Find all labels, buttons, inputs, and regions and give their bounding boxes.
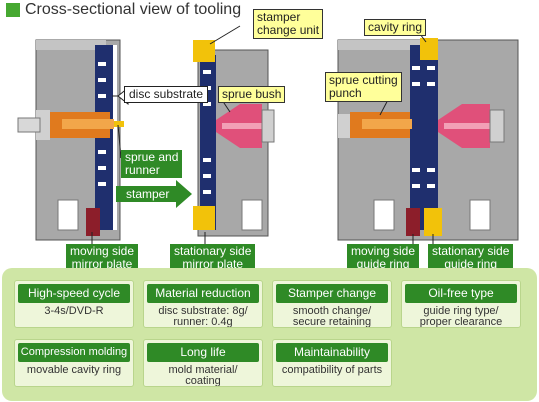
label-stationary-side-guide-ring: stationary side guide ring xyxy=(428,244,514,272)
middle-coolant-1 xyxy=(203,70,211,74)
right-stationary-guide-ring xyxy=(424,208,442,236)
right-ejector-rod xyxy=(338,114,352,138)
middle-stamper-change-unit xyxy=(193,40,215,62)
feature-card-compression-molding: Compression molding movable cavity ring xyxy=(14,339,134,387)
middle-coolant-3 xyxy=(203,102,211,106)
left-coolant-2 xyxy=(98,78,106,82)
feature-card-high-speed-cycle: High-speed cycle 3-4s/DVD-R xyxy=(14,280,134,328)
label-sprue-bush: sprue bush xyxy=(218,86,286,103)
title-bullet-icon xyxy=(6,3,20,17)
right-coolant-7 xyxy=(427,168,435,172)
feature-body: compatibility of parts xyxy=(281,364,383,376)
right-cavity-ring xyxy=(420,38,438,60)
label-sprue-and-runner: sprue and runner xyxy=(121,150,183,178)
label-moving-side-mirror-plate: moving side mirror plate xyxy=(66,244,139,272)
right-bolt-left xyxy=(373,199,395,231)
feature-title: Long life xyxy=(147,343,259,362)
label-cavity-ring: cavity ring xyxy=(364,19,427,36)
leader-sprue-runner xyxy=(117,124,122,159)
label-sprue-cutting-punch: sprue cutting punch xyxy=(325,72,402,102)
left-guide-ring xyxy=(86,208,100,236)
right-moving-mirror-plate xyxy=(410,45,424,230)
left-sprue-core xyxy=(62,119,114,129)
left-coolant-3 xyxy=(98,94,106,98)
label-stamper-change-unit: stamper change unit xyxy=(253,9,324,39)
feature-card-oil-free-type: Oil-free type guide ring type/ proper cl… xyxy=(401,280,521,328)
middle-mirror-plate xyxy=(200,55,216,230)
right-coolant-1 xyxy=(412,66,420,70)
feature-title: Compression molding xyxy=(18,343,130,362)
right-coolant-6 xyxy=(427,82,435,86)
page-title: Cross-sectional view of tooling xyxy=(25,1,242,18)
middle-coolant-4 xyxy=(203,158,211,162)
middle-guide-ring-yellow xyxy=(193,206,215,230)
feature-title: Oil-free type xyxy=(405,284,517,303)
stamper-arrow-icon xyxy=(116,180,192,208)
right-coolant-4 xyxy=(412,184,420,188)
left-coolant-5 xyxy=(98,166,106,170)
right-mold-top-plate xyxy=(338,40,426,50)
right-coolant-3 xyxy=(412,168,420,172)
left-rod-tip xyxy=(17,117,41,133)
features-panel: High-speed cycle 3-4s/DVD-R Material red… xyxy=(2,268,537,401)
middle-nozzle-seat xyxy=(261,109,275,143)
left-stamper-gap xyxy=(113,45,117,230)
label-disc-substrate: disc substrate xyxy=(124,86,209,103)
left-mold-top-plate xyxy=(36,40,106,50)
left-coolant-4 xyxy=(98,150,106,154)
feature-title: Stamper change xyxy=(276,284,388,303)
right-nozzle-seat xyxy=(489,109,505,143)
right-stationary-mirror-plate xyxy=(424,45,438,230)
left-mold xyxy=(17,39,124,241)
right-coolant-2 xyxy=(412,82,420,86)
feature-body: disc substrate: 8g/ runner: 0.4g xyxy=(158,305,248,328)
left-coolant-1 xyxy=(98,62,106,66)
right-moving-guide-ring xyxy=(406,208,420,236)
left-bolt xyxy=(57,199,79,231)
feature-body: guide ring type/ proper clearance xyxy=(419,305,503,328)
tooling-cross-section-diagram xyxy=(17,25,519,246)
feature-card-stamper-change: Stamper change smooth change/ secure ret… xyxy=(272,280,392,328)
page-title-bar: Cross-sectional view of tooling xyxy=(6,0,241,20)
feature-body: smooth change/ secure retaining xyxy=(292,305,372,328)
right-sprue-channel xyxy=(444,123,490,129)
middle-coolant-5 xyxy=(203,174,211,178)
middle-mold xyxy=(193,40,275,237)
feature-body: movable cavity ring xyxy=(26,364,122,376)
middle-bolt xyxy=(241,199,263,231)
left-sprue-tip xyxy=(114,121,124,127)
right-coolant-5 xyxy=(427,66,435,70)
label-stamper: stamper xyxy=(126,187,170,201)
right-punch-core xyxy=(362,119,412,129)
right-coolant-8 xyxy=(427,184,435,188)
label-moving-side-guide-ring: moving side guide ring xyxy=(347,244,420,272)
feature-title: Maintainability xyxy=(276,343,388,362)
feature-title: High-speed cycle xyxy=(18,284,130,303)
feature-card-maintainability: Maintainability compatibility of parts xyxy=(272,339,392,387)
middle-coolant-6 xyxy=(203,190,211,194)
feature-title: Material reduction xyxy=(147,284,259,303)
right-mold xyxy=(337,38,519,241)
middle-sprue-channel xyxy=(222,123,262,129)
feature-body: 3-4s/DVD-R xyxy=(44,305,104,317)
right-bolt-right xyxy=(469,199,491,231)
label-stationary-side-mirror-plate: stationary side mirror plate xyxy=(170,244,256,272)
leader-stamper-change xyxy=(209,25,241,45)
feature-card-material-reduction: Material reduction disc substrate: 8g/ r… xyxy=(143,280,263,328)
feature-card-long-life: Long life mold material/ coating xyxy=(143,339,263,387)
feature-body: mold material/ coating xyxy=(168,364,238,387)
left-coolant-6 xyxy=(98,182,106,186)
